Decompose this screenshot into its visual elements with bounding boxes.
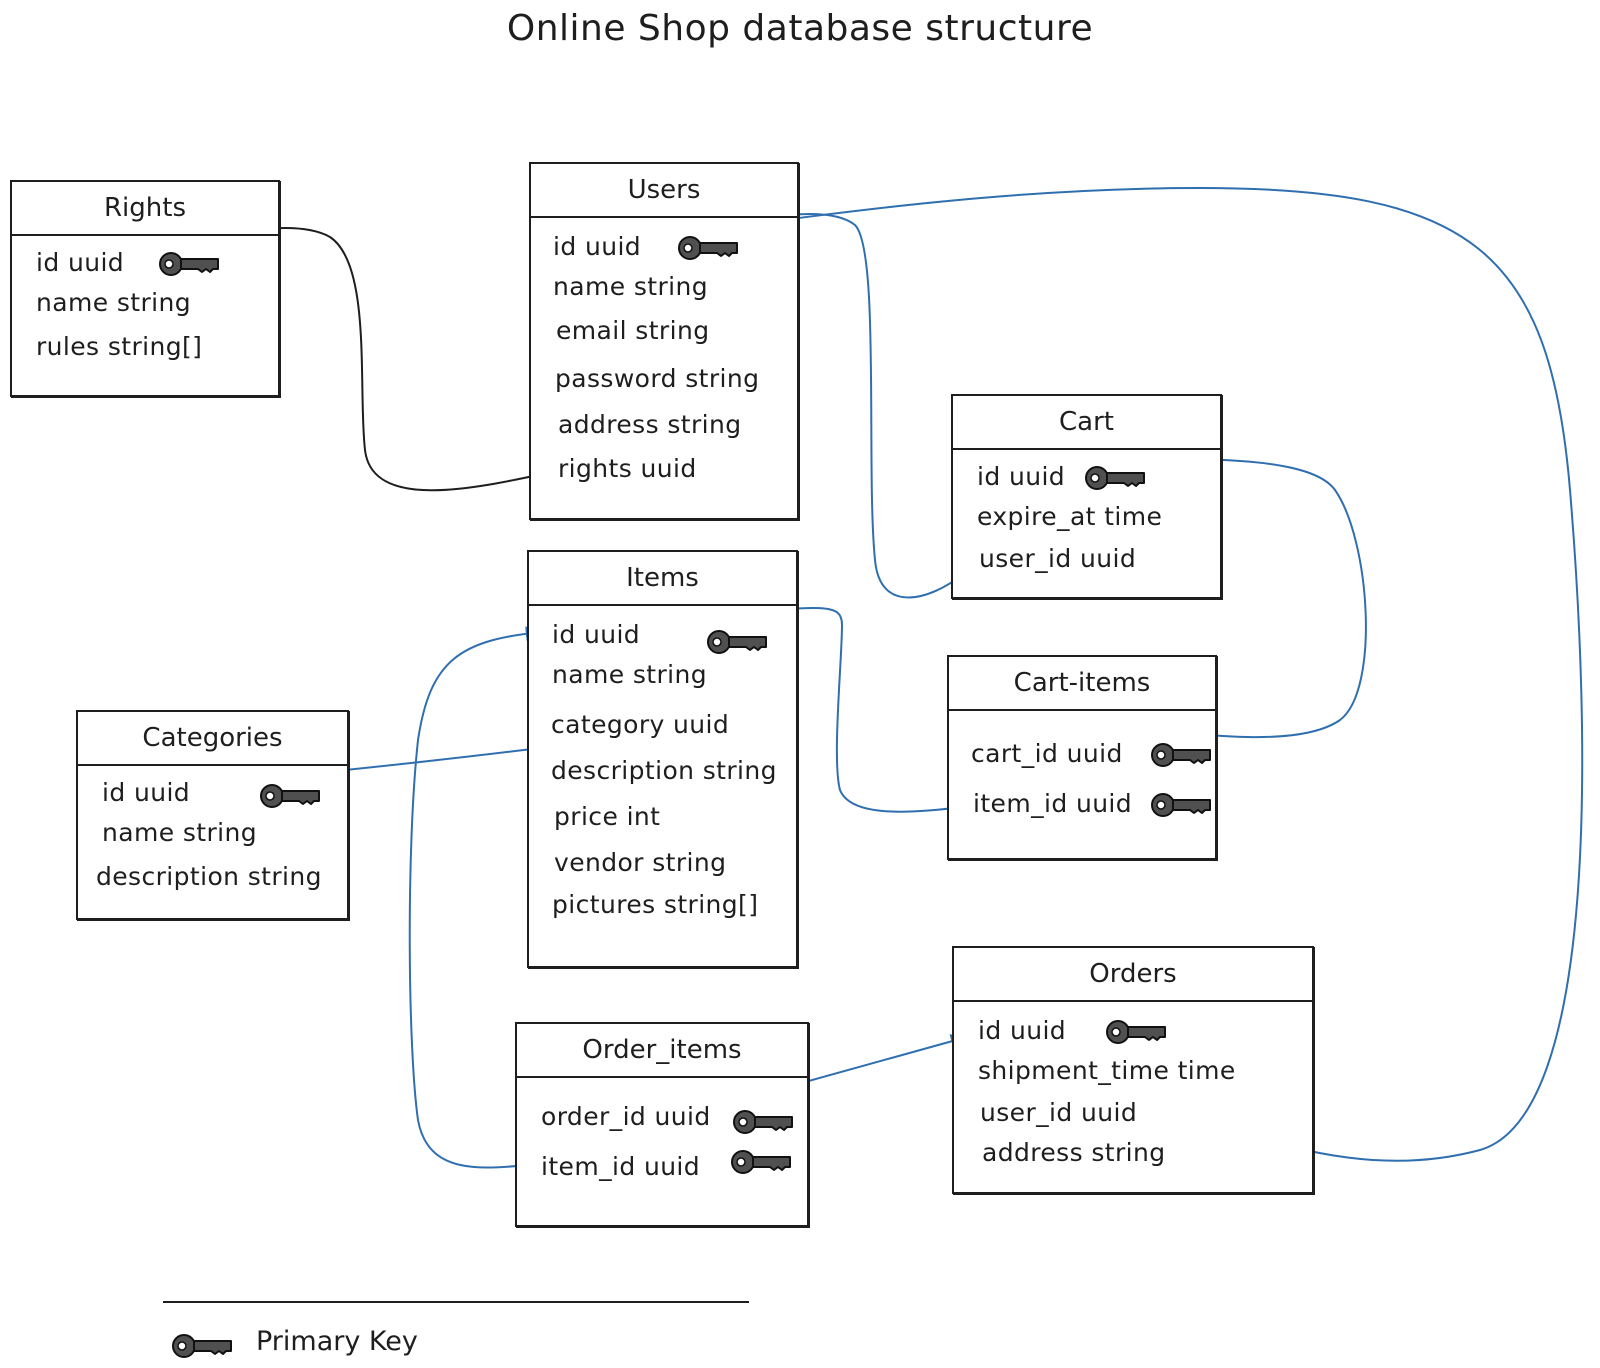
table-cart: Cart id uuid expire_at time user_id uuid <box>951 394 1222 599</box>
field-user-id: user_id uuid <box>979 544 1137 573</box>
table-title: Items <box>529 552 796 606</box>
table-title: Order_items <box>517 1024 807 1078</box>
table-order-items: Order_items order_id uuid item_id uuid <box>515 1022 809 1227</box>
key-icon <box>1151 793 1211 817</box>
key-icon <box>707 630 767 654</box>
table-categories: Categories id uuid name string descripti… <box>76 710 349 920</box>
key-icon <box>1106 1020 1166 1044</box>
field-description: description string <box>551 756 777 785</box>
field-id: id uuid <box>102 778 191 807</box>
field-email: email string <box>556 316 710 345</box>
field-name: name string <box>36 288 192 317</box>
field-name: name string <box>552 660 708 689</box>
table-cart-items: Cart-items cart_id uuid item_id uuid <box>947 655 1217 860</box>
field-item-id: item_id uuid <box>973 789 1133 818</box>
field-password: password string <box>555 364 760 393</box>
field-item-id: item_id uuid <box>541 1152 701 1181</box>
table-items: Items id uuid name string category uuid … <box>527 550 798 968</box>
field-id: id uuid <box>36 248 125 277</box>
field-address: address string <box>558 410 742 439</box>
field-expire-at: expire_at time <box>977 502 1163 531</box>
key-icon <box>1151 743 1211 767</box>
legend-label: Primary Key <box>256 1326 418 1357</box>
field-category: category uuid <box>551 710 730 739</box>
field-rules: rules string[] <box>36 332 203 361</box>
table-title: Categories <box>78 712 347 766</box>
table-title: Users <box>531 164 797 218</box>
field-description: description string <box>96 862 322 891</box>
field-shipment-time: shipment_time time <box>978 1056 1236 1085</box>
field-name: name string <box>553 272 709 301</box>
table-rights: Rights id uuid name string rules string[… <box>10 180 280 397</box>
field-id: id uuid <box>552 620 641 649</box>
legend-divider <box>163 1301 749 1303</box>
key-icon <box>260 784 320 808</box>
field-cart-id: cart_id uuid <box>971 739 1123 768</box>
table-users: Users id uuid name string email string p… <box>529 162 799 520</box>
field-id: id uuid <box>553 232 642 261</box>
key-icon <box>731 1150 791 1174</box>
key-icon <box>159 252 219 276</box>
field-pictures: pictures string[] <box>552 890 759 919</box>
key-icon <box>172 1334 232 1358</box>
key-icon <box>1085 466 1145 490</box>
field-user-id: user_id uuid <box>980 1098 1138 1127</box>
table-title: Cart <box>953 396 1220 450</box>
field-rights: rights uuid <box>558 454 697 483</box>
table-title: Rights <box>12 182 278 236</box>
field-address: address string <box>982 1138 1166 1167</box>
field-vendor: vendor string <box>554 848 727 877</box>
field-order-id: order_id uuid <box>541 1102 711 1131</box>
field-id: id uuid <box>977 462 1066 491</box>
field-price: price int <box>554 802 661 831</box>
field-name: name string <box>102 818 258 847</box>
key-icon <box>733 1110 793 1134</box>
key-icon <box>678 236 738 260</box>
field-id: id uuid <box>978 1016 1067 1045</box>
diagram-title: Online Shop database structure <box>506 8 1094 49</box>
table-title: Cart-items <box>949 657 1215 711</box>
table-title: Orders <box>954 948 1312 1002</box>
table-orders: Orders id uuid shipment_time time user_i… <box>952 946 1314 1194</box>
